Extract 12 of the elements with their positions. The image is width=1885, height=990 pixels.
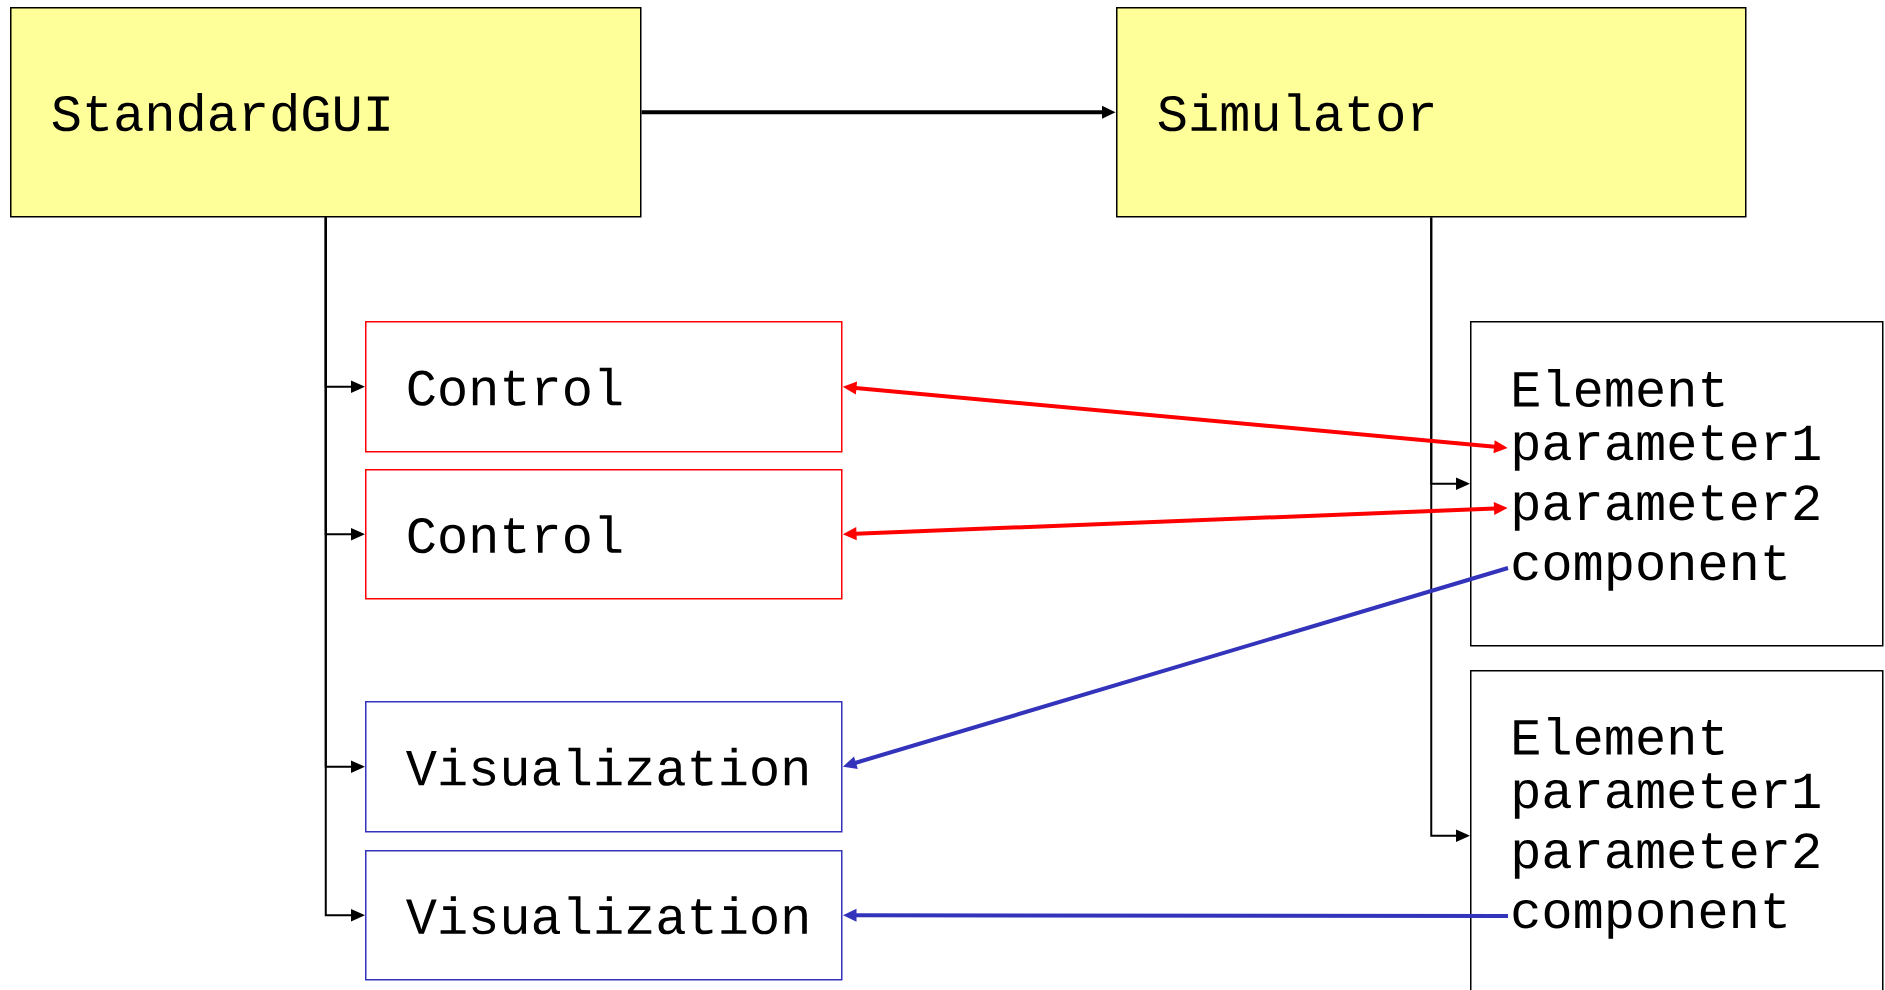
parameter-text: component (1513, 545, 1786, 591)
parameter-text: parameter1 (1514, 773, 1820, 819)
parameter-text: parameter2 (1514, 485, 1819, 531)
main-box: StandardGUI (10, 7, 642, 218)
parameter-text: component (1513, 893, 1786, 939)
visualization-box: Visualization (365, 850, 843, 981)
visualization-box: Visualization (365, 701, 843, 833)
parameter-text: parameter1 (1514, 425, 1820, 471)
parameter-text: parameter2 (1514, 833, 1819, 879)
control-box: Control (365, 469, 843, 600)
main-box: Simulator (1116, 7, 1747, 218)
control-box: Control (365, 321, 843, 453)
